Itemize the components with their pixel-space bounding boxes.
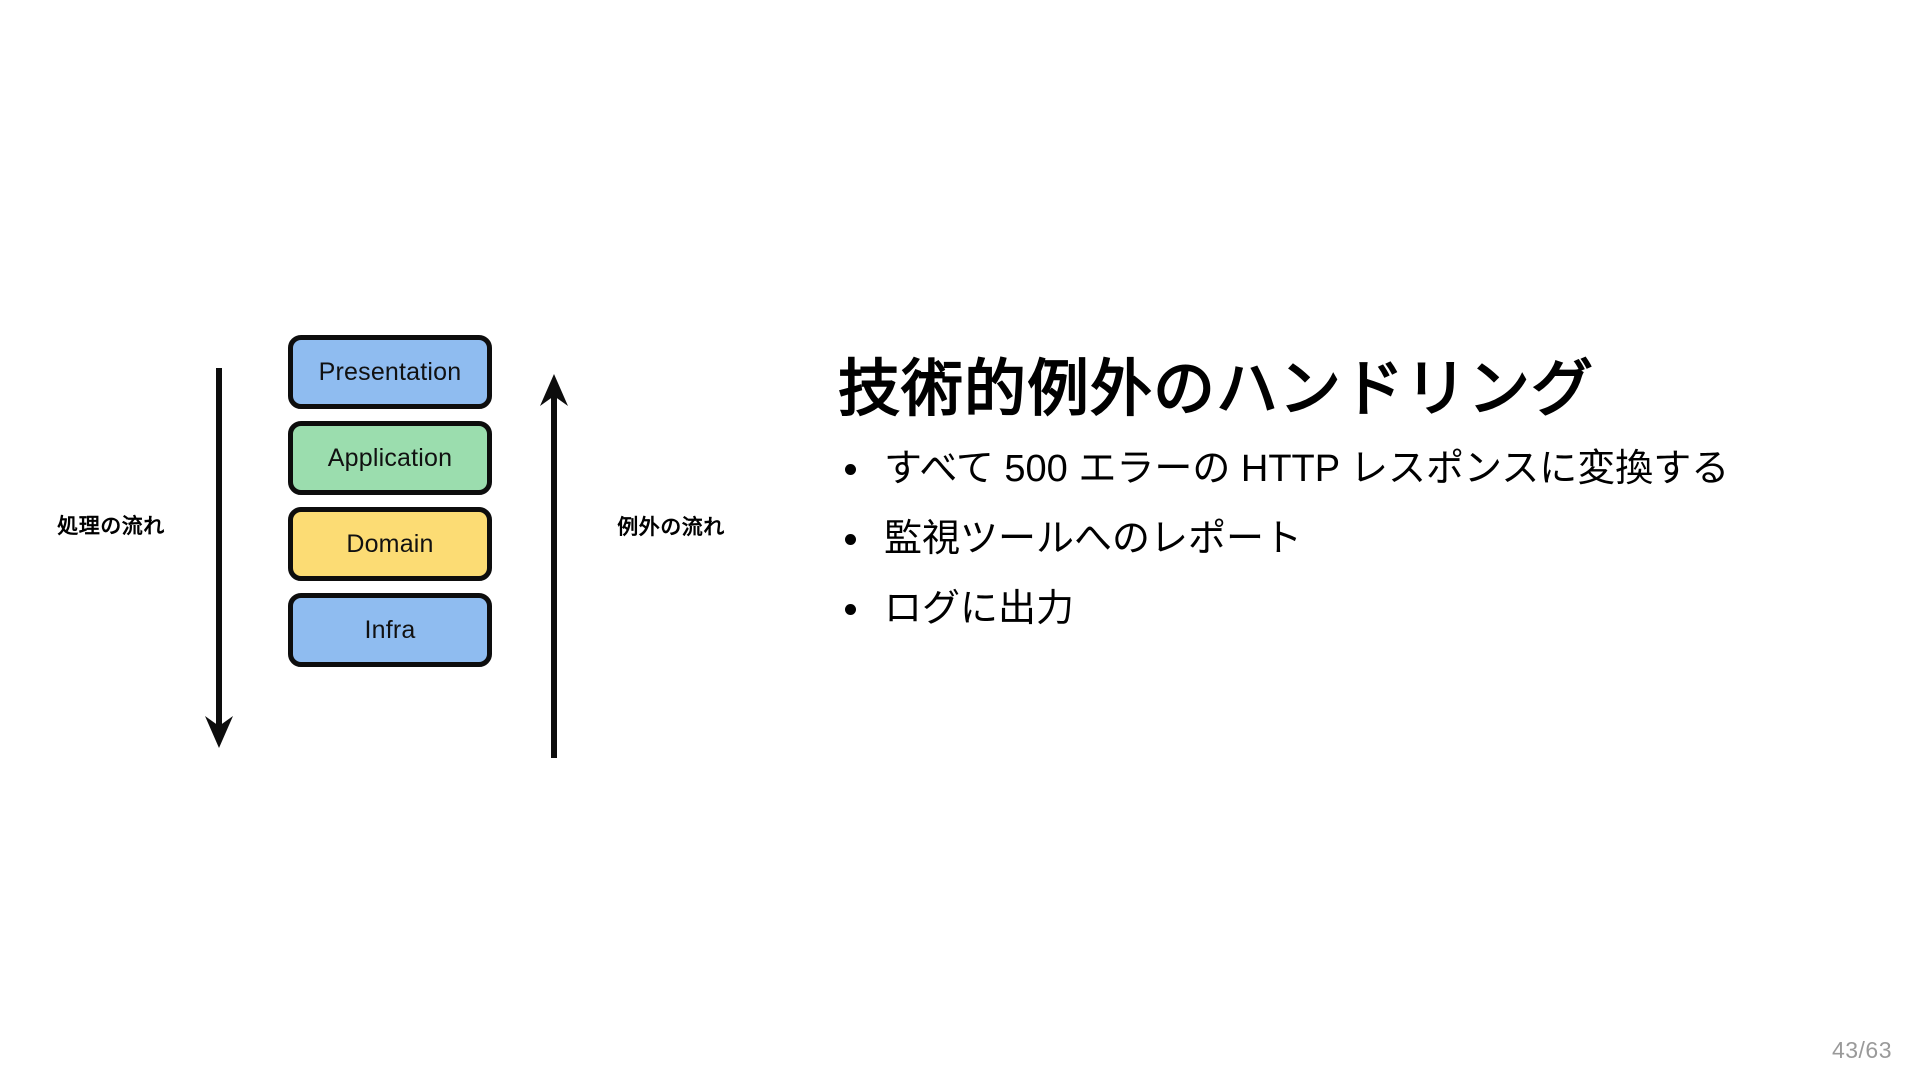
list-item: ログに出力	[838, 590, 1848, 628]
layer-box-domain[interactable]: Domain	[288, 507, 492, 581]
bullet-dot-icon	[845, 464, 856, 476]
layer-box-infra[interactable]: Infra	[288, 593, 492, 667]
list-item-text: ログに出力	[884, 588, 1075, 631]
processing-flow-down-arrow-icon	[205, 368, 233, 748]
bullet-dot-icon	[845, 604, 856, 616]
processing-flow-label: 処理の流れ	[57, 515, 165, 538]
layer-box-stack: Presentation Application Domain Infra	[288, 335, 492, 667]
layer-box-label: Infra	[364, 615, 416, 644]
layer-box-label: Domain	[346, 529, 434, 558]
bullet-dot-icon	[845, 534, 856, 546]
list-item-text: 監視ツールへのレポート	[884, 518, 1303, 561]
list-item: 監視ツールへのレポート	[838, 520, 1848, 558]
bullet-list: すべて 500 エラーの HTTP レスポンスに変換する 監視ツールへのレポート…	[838, 450, 1848, 628]
list-item: すべて 500 エラーの HTTP レスポンスに変換する	[838, 450, 1848, 488]
page-number: 43/63	[1831, 1037, 1892, 1063]
layer-box-presentation[interactable]: Presentation	[288, 335, 492, 409]
list-item-text: すべて 500 エラーの HTTP レスポンスに変換する	[884, 448, 1730, 491]
exception-flow-label: 例外の流れ	[617, 516, 725, 539]
exception-flow-up-arrow-icon	[540, 374, 568, 758]
layer-box-label: Presentation	[318, 357, 462, 386]
layer-box-application[interactable]: Application	[288, 421, 492, 495]
page-title: 技術的例外のハンドリング	[838, 355, 1595, 424]
slide-content: 技術的例外のハンドリング すべて 500 エラーの HTTP レスポンスに変換す…	[838, 355, 1848, 628]
layer-box-label: Application	[327, 443, 453, 472]
layered-architecture-diagram: 処理の流れ Presentation Application Domain In…	[0, 320, 780, 758]
